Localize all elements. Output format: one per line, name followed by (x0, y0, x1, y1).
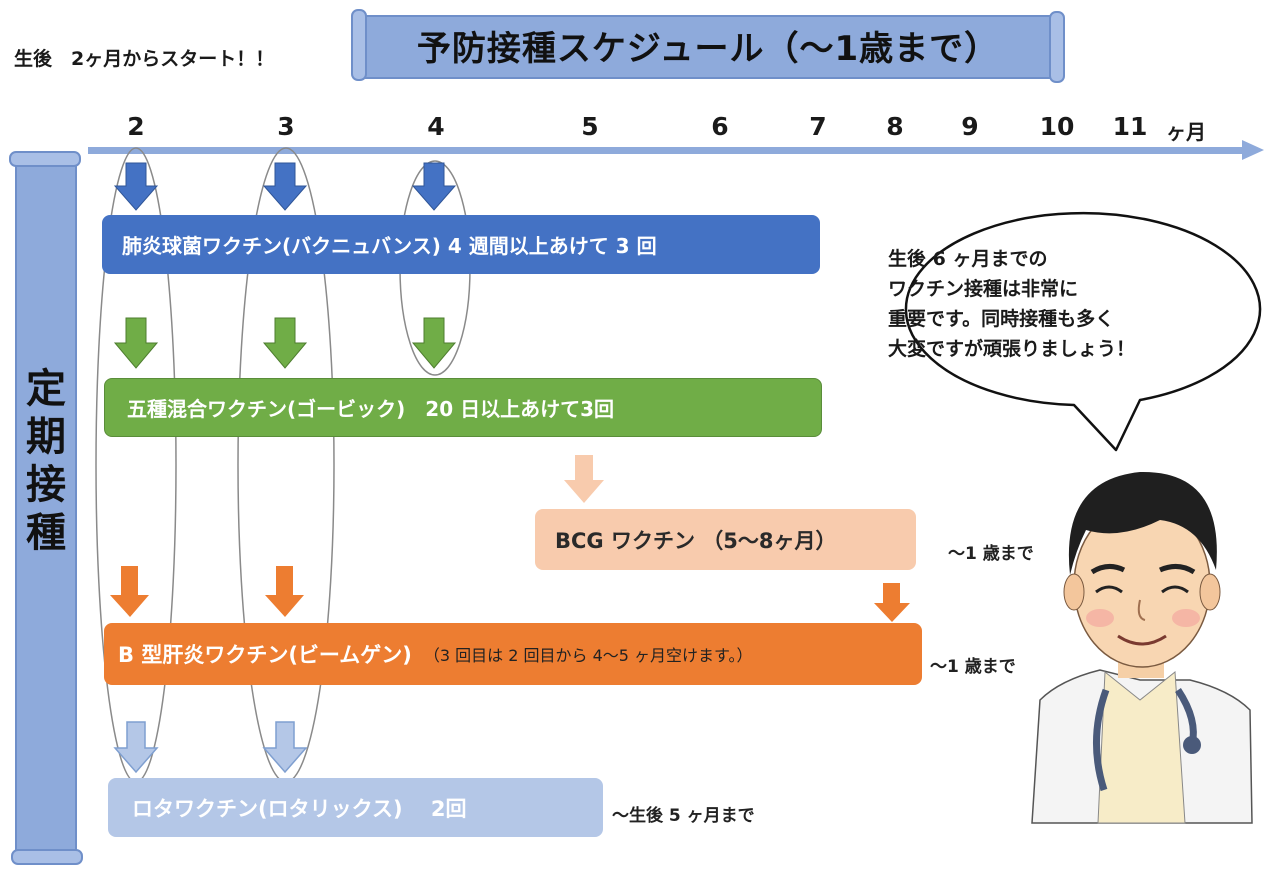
hepatitis-b-vaccine-note: （3 回目は 2 回目から 4〜5 ヶ月空けます。） (423, 646, 753, 665)
rotavirus-vaccine-label: ロタワクチン(ロタリックス) 2回 (132, 796, 467, 821)
side-label-char: 期 (26, 414, 66, 460)
side-label: 定 期 接 種 (10, 365, 82, 557)
arrow-down-icon (265, 566, 304, 617)
arrow-down-icon (874, 583, 910, 622)
month-label: 11 (1112, 112, 1148, 141)
arrow-down-icon (564, 455, 604, 503)
side-label-char: 定 (26, 366, 66, 412)
month-label: 8 (886, 112, 904, 141)
month-label: 7 (809, 112, 827, 141)
start-note: 生後 2ヶ月からスタート！！ (14, 48, 275, 70)
bcg-limit: 〜1 歳まで (948, 544, 1034, 564)
rotavirus-vaccine-bar: ロタワクチン(ロタリックス) 2回 (108, 778, 603, 837)
side-scroll (9, 151, 83, 865)
penta-arrows (113, 317, 457, 369)
arrow-down-icon (262, 162, 308, 211)
month-label: 5 (581, 112, 599, 141)
rotavirus-limit: 〜生後 5 ヶ月まで (612, 806, 755, 826)
month-label: 3 (277, 112, 295, 141)
month-unit: ヶ月 (1166, 120, 1206, 144)
side-label-char: 接 (26, 462, 66, 508)
pneumococcal-vaccine-label: 肺炎球菌ワクチン(バクニュバンス) 4 週間以上あけて 3 回 (122, 234, 657, 258)
speech-line: 重要です。同時接種も多く (888, 308, 1115, 330)
doctor-illustration (1031, 471, 1253, 824)
hepb-arrows (110, 566, 910, 622)
arrow-down-icon (262, 317, 308, 369)
month-label: 10 (1039, 112, 1075, 141)
bcg-vaccine-label: BCG ワクチン （5〜8ヶ月） (555, 528, 837, 553)
arrow-down-icon (411, 162, 457, 211)
speech-line: 大変ですが頑張りましょう！ (888, 338, 1136, 360)
speech-line: 生後 6 ヶ月までの (888, 248, 1048, 270)
pentavalent-vaccine-bar: 五種混合ワクチン(ゴービック) 20 日以上あけて3回 (104, 378, 822, 437)
title-scroll (351, 9, 1065, 83)
speech-bubble-text: 生後 6 ヶ月までの ワクチン接種は非常に 重要です。同時接種も多く 大変ですが… (888, 244, 1188, 364)
arrow-down-icon (262, 721, 308, 774)
speech-bubble (904, 211, 1262, 452)
speech-line: ワクチン接種は非常に (888, 278, 1079, 300)
rota-arrows (113, 721, 308, 774)
arrow-down-icon (113, 317, 159, 369)
hepatitis-b-vaccine-bar: B 型肝炎ワクチン(ビームゲン) （3 回目は 2 回目から 4〜5 ヶ月空けま… (104, 623, 922, 685)
arrow-down-icon (113, 721, 159, 774)
arrow-down-icon (113, 162, 159, 211)
timeline-arrow (88, 140, 1264, 160)
bcg-vaccine-bar: BCG ワクチン （5〜8ヶ月） (535, 509, 916, 570)
month-label: 2 (127, 112, 145, 141)
pneumo-arrows (113, 162, 457, 211)
pneumococcal-vaccine-bar: 肺炎球菌ワクチン(バクニュバンス) 4 週間以上あけて 3 回 (102, 215, 820, 274)
arrow-down-icon (110, 566, 149, 617)
side-label-char: 種 (26, 510, 66, 556)
hepatitis-b-limit: 〜1 歳まで (930, 657, 1016, 677)
month-label: 6 (711, 112, 729, 141)
pentavalent-vaccine-label: 五種混合ワクチン(ゴービック) 20 日以上あけて3回 (127, 397, 614, 421)
month-label: 9 (961, 112, 979, 141)
arrow-down-icon (411, 317, 457, 369)
hepatitis-b-vaccine-label: B 型肝炎ワクチン(ビームゲン) (118, 643, 412, 667)
page-title: 予防接種スケジュール（〜1歳まで） (416, 28, 1000, 69)
month-label: 4 (427, 112, 445, 141)
